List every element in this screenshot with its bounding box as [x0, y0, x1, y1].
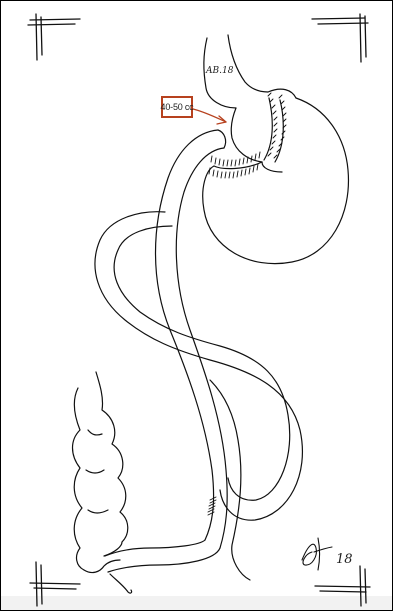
corner-bracket-top-right [312, 14, 368, 62]
corner-bracket-bottom-left [30, 562, 80, 606]
volume-arrow [193, 109, 226, 124]
pouch-signature: AB.18 [205, 66, 234, 76]
corner-bracket-bottom-right [315, 566, 370, 606]
corner-signature: 18 [336, 552, 353, 567]
colon [73, 372, 132, 593]
staple-lines [208, 93, 286, 515]
stomach [203, 89, 349, 264]
corner-bracket-top-left [28, 14, 80, 60]
roux-limb [156, 130, 228, 548]
biliopancreatic-limb [95, 212, 302, 520]
artist-signature [302, 538, 332, 570]
volume-label: 40-50 cc [161, 96, 193, 118]
